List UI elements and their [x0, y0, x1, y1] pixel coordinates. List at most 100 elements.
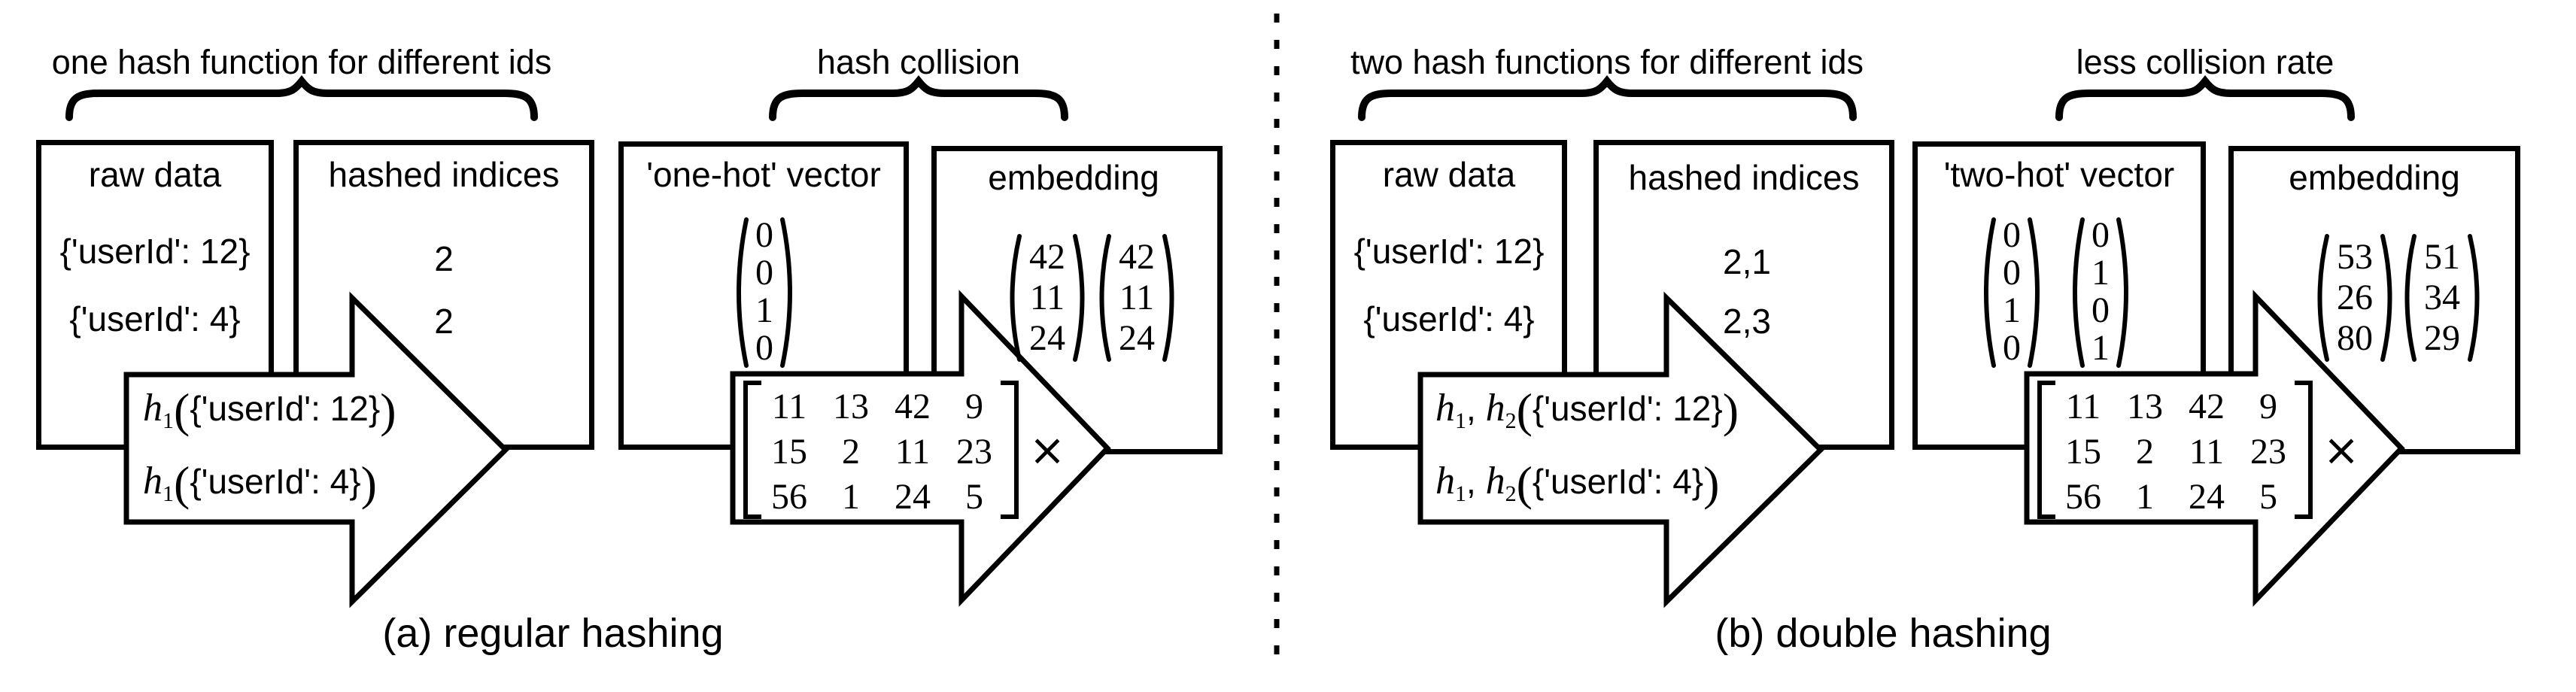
close-paren: )	[360, 457, 377, 510]
vector-value: 42	[1029, 237, 1065, 277]
hash-fn-symbol: h	[143, 460, 163, 502]
embedding-vector-a2: 42 11 24	[1119, 237, 1155, 359]
vector-value: 11	[1119, 278, 1155, 317]
hash-fn-symbol: h	[1435, 460, 1455, 502]
matrix-cell: 2	[842, 431, 860, 472]
matrix-cell: 13	[2127, 386, 2163, 426]
matrix-bracket-right-a	[1001, 381, 1019, 519]
vector-value: 11	[1029, 278, 1065, 317]
vector-value: 51	[2424, 237, 2460, 277]
multiply-symbol-b: ×	[2322, 424, 2360, 475]
hash-arrow-a	[123, 291, 509, 609]
title-twohot-vector-b: 'two-hot' vector	[1943, 155, 2175, 194]
matrix-cell: 15	[2065, 431, 2101, 472]
vector-value: 26	[2337, 278, 2373, 317]
brace-hash-fn-b	[1358, 74, 1857, 121]
embedding-vector-b2: 51 34 29	[2424, 237, 2460, 359]
matrix-cell: 11	[2189, 431, 2225, 472]
formula-arg: {'userId': 4}	[1532, 462, 1704, 501]
title-embedding-a: embedding	[988, 158, 1159, 197]
raw-data-row: {'userId': 12}	[1353, 232, 1545, 271]
label-collision-a: hash collision	[816, 43, 1021, 81]
hash-fn-subscript: 2	[1505, 481, 1517, 507]
brace-collision-a	[769, 74, 1068, 121]
vector-value: 1	[2091, 328, 2110, 368]
paren-icon	[1073, 234, 1085, 362]
paren-icon	[2116, 217, 2128, 368]
title-hashed-indices-a: hashed indices	[328, 155, 560, 194]
paren-icon	[1099, 234, 1111, 362]
matrix-cell: 5	[965, 476, 983, 517]
vector-value: 0	[2003, 253, 2021, 293]
vector-value: 0	[755, 328, 773, 368]
matrix-cell: 13	[833, 386, 869, 426]
matrix-cell: 9	[965, 386, 983, 426]
hashed-index-row: 2	[434, 239, 454, 278]
vector-parens-a	[737, 217, 1174, 368]
vector-value: 24	[1119, 318, 1155, 358]
paren-icon	[2028, 217, 2040, 368]
vector-value: 0	[2091, 290, 2110, 330]
raw-data-row: {'userId': 4}	[1363, 299, 1535, 338]
paren-icon	[1984, 217, 1996, 368]
matrix-cell: 2	[2136, 431, 2154, 472]
paren-icon	[2380, 234, 2392, 362]
title-onehot-vector-a: 'one-hot' vector	[646, 155, 881, 194]
matrix-cell: 23	[956, 431, 992, 472]
close-paren: )	[1703, 457, 1720, 510]
embedding-vector-b1: 53 26 80	[2337, 237, 2373, 359]
formula-separator: ,	[1466, 462, 1486, 501]
matrix-cell: 5	[2259, 476, 2277, 517]
hash-fn-symbol: h	[1435, 387, 1455, 429]
matrix-cell: 11	[895, 431, 931, 472]
open-paren: (	[174, 457, 190, 510]
embedding-matrix-b: 11 13 42 9 15 2 11 23 56 1 24 5	[2052, 384, 2299, 519]
matrix-cell: 42	[2189, 386, 2225, 426]
paren-icon	[737, 217, 749, 368]
matrix-cell: 15	[771, 431, 807, 472]
hash-arrow-b	[1417, 291, 1824, 609]
matrix-cell: 42	[895, 386, 931, 426]
matrix-cell: 56	[771, 476, 807, 517]
twohot-vector-b1: 0 0 1 0	[2003, 217, 2021, 367]
vector-value: 1	[2091, 253, 2110, 293]
hash-fn-subscript: 1	[1455, 481, 1466, 507]
formula-arg: {'userId': 4}	[190, 462, 361, 501]
matrix-cell: 24	[895, 476, 931, 517]
title-raw-data-b: raw data	[1382, 155, 1516, 194]
vector-value: 24	[1029, 318, 1065, 358]
raw-data-row: {'userId': 12}	[59, 232, 251, 271]
close-paren: )	[380, 384, 396, 437]
vector-value: 0	[755, 215, 773, 255]
hash-fn-symbol: h	[1485, 387, 1505, 429]
matrix-cell: 23	[2250, 431, 2286, 472]
title-embedding-b: embedding	[2289, 158, 2460, 197]
hash-formula-a1: h1({'userId': 12})	[143, 383, 396, 439]
hash-fn-subscript: 1	[163, 408, 174, 434]
hash-fn-symbol: h	[1485, 460, 1505, 502]
label-hash-fn-a: one hash function for different ids	[51, 43, 552, 81]
paren-icon	[2404, 234, 2417, 362]
caption-panel-a: (a) regular hashing	[382, 611, 724, 656]
formula-arg: {'userId': 12}	[1532, 389, 1723, 428]
vector-value: 42	[1119, 237, 1155, 277]
vector-parens-b	[1984, 217, 2480, 368]
vector-value: 29	[2424, 318, 2460, 358]
paren-icon	[2317, 234, 2329, 362]
formula-separator: ,	[1466, 389, 1486, 428]
matrix-cell: 9	[2259, 386, 2277, 426]
vector-value: 1	[755, 290, 773, 330]
hash-fn-subscript: 1	[1455, 408, 1466, 434]
raw-data-row: {'userId': 4}	[69, 299, 241, 338]
paren-icon	[2073, 217, 2085, 368]
matrix-bracket-left-b	[2037, 381, 2055, 519]
vector-value: 53	[2337, 237, 2373, 277]
label-hash-fn-b: two hash functions for different ids	[1350, 43, 1864, 81]
hash-formula-b2: h1, h2({'userId': 4})	[1435, 456, 1719, 511]
matrix-cell: 24	[2189, 476, 2225, 517]
brace-hash-fn-a	[65, 74, 538, 121]
lookup-arrow-a	[730, 290, 1111, 607]
paren-icon	[1010, 234, 1022, 362]
